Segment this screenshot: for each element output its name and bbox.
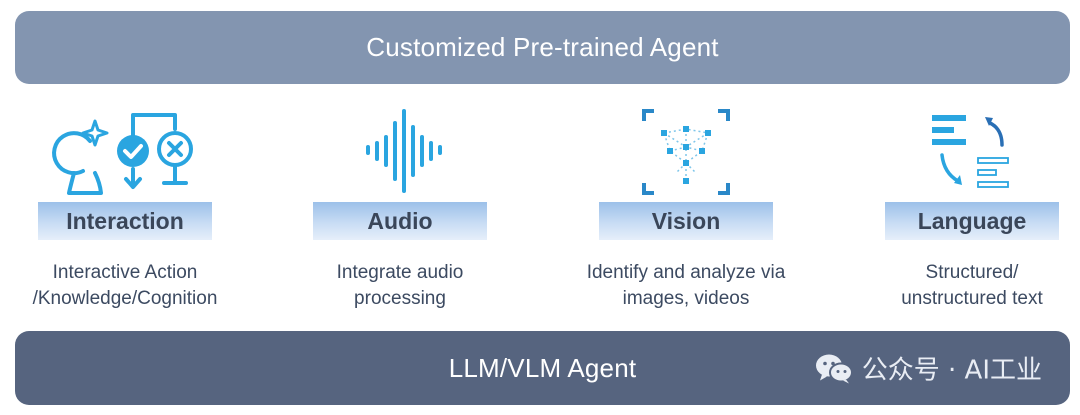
top-banner: Customized Pre-trained Agent xyxy=(15,11,1070,84)
audio-desc-line-2: processing xyxy=(354,288,446,309)
interaction-icon xyxy=(52,113,193,195)
top-banner-title: Customized Pre-trained Agent xyxy=(366,32,719,62)
vision-label: Vision xyxy=(599,202,773,240)
bottom-banner-title: LLM/VLM Agent xyxy=(448,352,637,383)
vision-desc-line-1: Identify and analyze via xyxy=(586,262,786,283)
language-label: Language xyxy=(885,202,1059,240)
column-vision: Vision Identify and analyze via images, … xyxy=(561,95,811,325)
audio-waveform-icon xyxy=(366,109,442,193)
column-interaction: Interaction Interactive Action /Knowledg… xyxy=(0,95,250,325)
language-text-icon xyxy=(932,115,1009,188)
interaction-desc-line-2: /Knowledge/Cognition xyxy=(32,288,218,309)
column-audio: Audio Integrate audio processing xyxy=(275,95,525,325)
language-desc-line-2: unstructured text xyxy=(901,288,1043,309)
wechat-logo-icon xyxy=(815,354,853,383)
vision-description: Identify and analyze via images, videos xyxy=(561,260,811,312)
interaction-desc-line-1: Interactive Action xyxy=(52,262,198,283)
watermark: 公众号 · AI工业 xyxy=(814,350,1042,387)
vision-scan-icon xyxy=(642,109,730,195)
interaction-label: Interaction xyxy=(38,202,212,240)
watermark-text: 公众号 · AI工业 xyxy=(861,355,1042,386)
column-language: Language Structured/ unstructured text xyxy=(847,95,1080,325)
interaction-description: Interactive Action /Knowledge/Cognition xyxy=(0,260,250,312)
language-description: Structured/ unstructured text xyxy=(847,260,1080,312)
vision-desc-line-2: images, videos xyxy=(622,288,750,309)
audio-label: Audio xyxy=(313,202,487,240)
bottom-banner: LLM/VLM Agent 公众号 · AI工业 xyxy=(15,331,1070,405)
audio-description: Integrate audio processing xyxy=(275,260,525,312)
language-desc-line-1: Structured/ xyxy=(925,262,1019,283)
audio-desc-line-1: Integrate audio xyxy=(336,262,464,283)
